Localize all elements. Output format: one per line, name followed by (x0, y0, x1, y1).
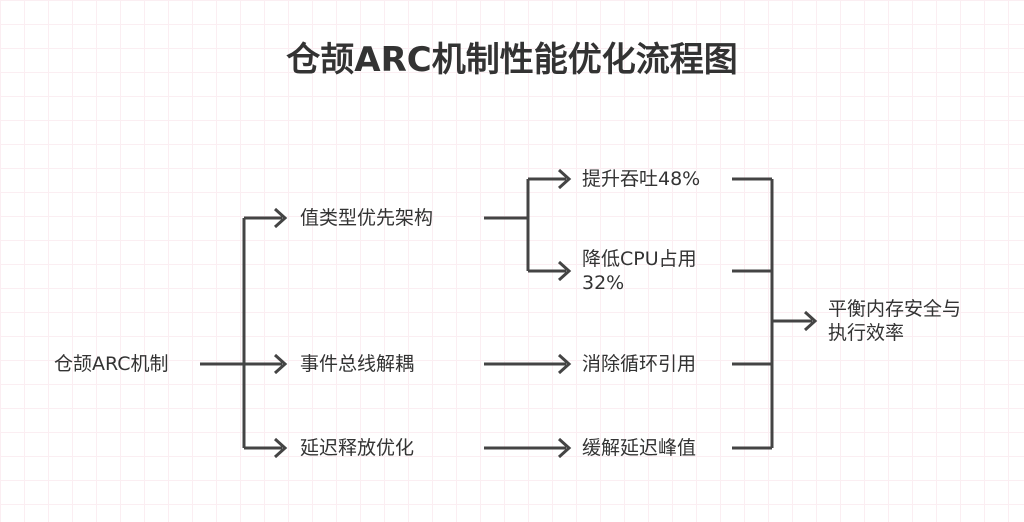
arrowhead-event-bus (273, 353, 288, 375)
arrowhead-ease-latency (557, 437, 572, 459)
arrowhead-throughput (557, 168, 572, 190)
node-delay-release: 延迟释放优化 (300, 437, 415, 459)
arrowhead-result (803, 310, 818, 332)
node-result: 平衡内存安全与 执行效率 (828, 297, 961, 345)
arrowhead-eliminate-cycle (557, 353, 572, 375)
node-eliminate-cycle: 消除循环引用 (582, 353, 697, 375)
arrowhead-delay-release (273, 437, 288, 459)
node-cpu-line-2: 32% (582, 272, 625, 294)
arrowhead-value-type (273, 207, 288, 229)
node-ease-latency: 缓解延迟峰值 (582, 437, 697, 459)
arrowhead-cpu (557, 260, 572, 282)
node-result-line-2: 执行效率 (828, 322, 905, 344)
node-root: 仓颉ARC机制 (54, 353, 169, 375)
node-cpu-line-1: 降低CPU占用 (582, 248, 697, 270)
node-event-bus: 事件总线解耦 (300, 353, 415, 375)
node-value-type: 值类型优先架构 (300, 207, 434, 229)
diagram-title: 仓颉ARC机制性能优化流程图 (286, 40, 738, 80)
node-result-line-1: 平衡内存安全与 (828, 298, 962, 320)
node-throughput: 提升吞吐48% (582, 168, 701, 190)
node-cpu: 降低CPU占用 32% (582, 247, 697, 295)
